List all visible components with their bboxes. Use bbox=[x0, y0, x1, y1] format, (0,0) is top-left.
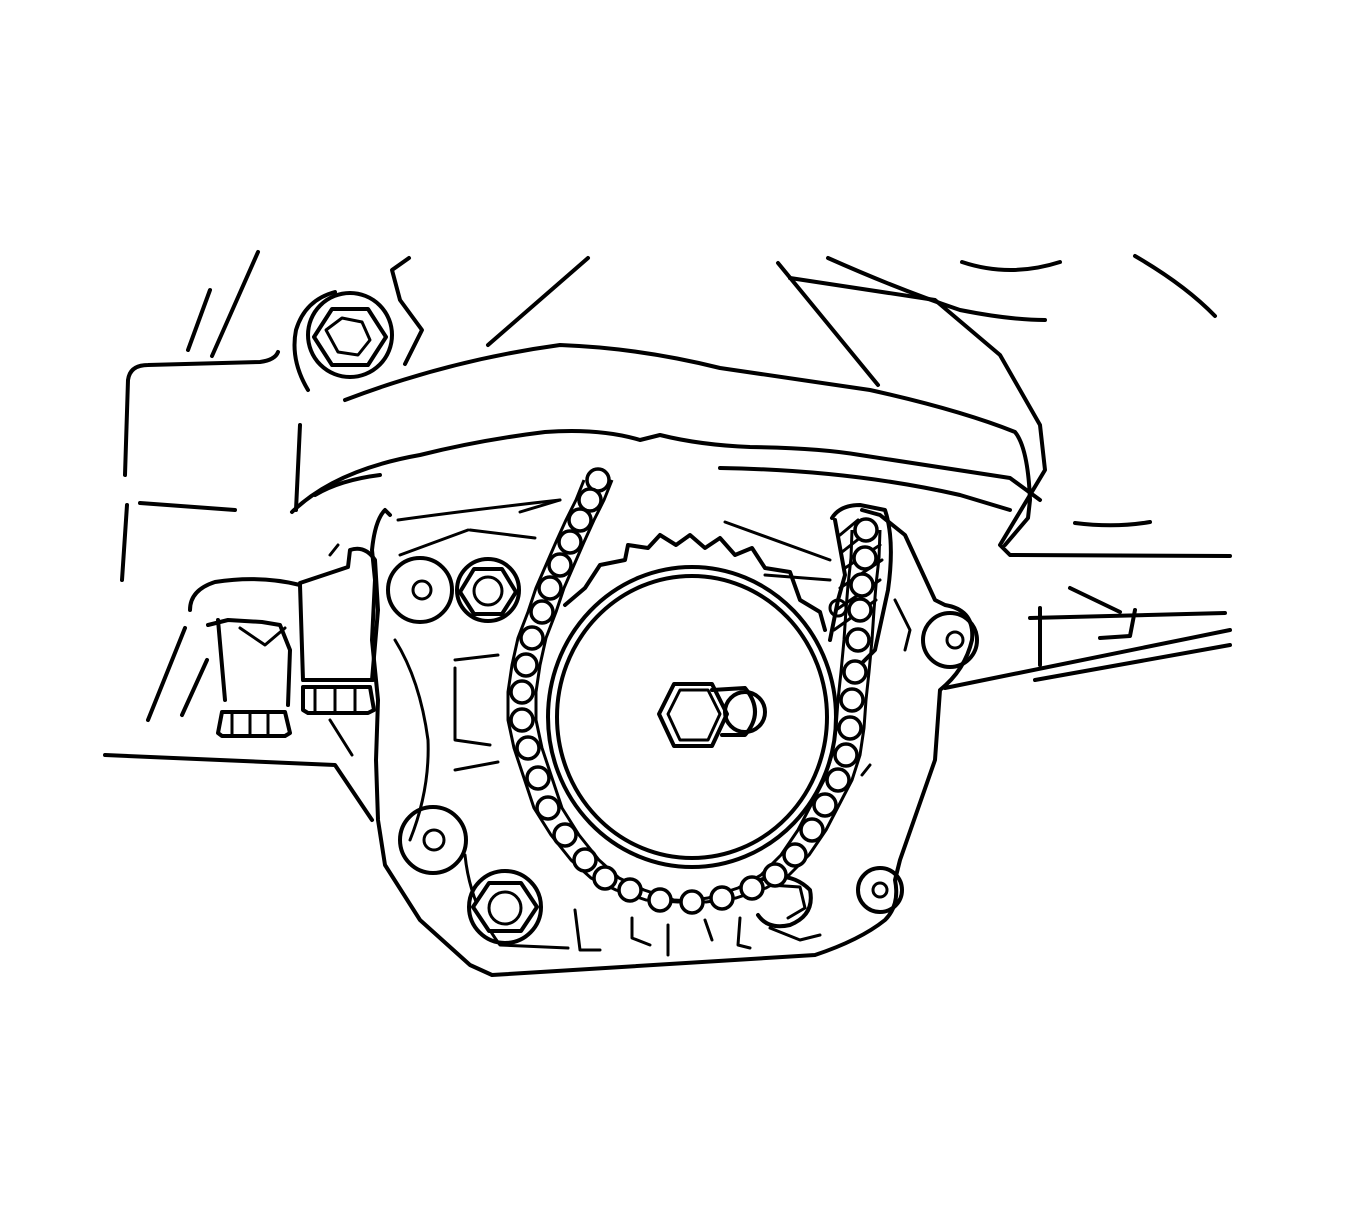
chain-roller bbox=[812, 792, 838, 818]
chain-roller bbox=[617, 877, 643, 903]
upper-casting bbox=[290, 290, 1042, 547]
chain-roller bbox=[552, 822, 578, 848]
chain-roller bbox=[709, 885, 735, 911]
chain-roller bbox=[842, 659, 868, 685]
crank-bolt bbox=[657, 682, 767, 748]
chain-roller bbox=[762, 862, 788, 888]
chain-roller bbox=[837, 715, 863, 741]
chain-roller bbox=[679, 889, 705, 915]
chain-roller bbox=[647, 887, 673, 913]
chain-roller bbox=[839, 687, 865, 713]
chain-roller bbox=[739, 875, 765, 901]
chain-roller bbox=[547, 552, 573, 578]
chain-roller bbox=[799, 817, 825, 843]
chain-roller bbox=[577, 487, 603, 513]
chain-roller bbox=[537, 575, 563, 601]
chain-roller bbox=[833, 742, 859, 768]
chain-roller bbox=[509, 707, 535, 733]
chain-roller bbox=[515, 735, 541, 761]
chain-roller bbox=[513, 652, 539, 678]
chain-roller bbox=[592, 865, 618, 891]
chain-roller bbox=[845, 627, 871, 653]
chain-roller bbox=[509, 679, 535, 705]
timing-chain bbox=[506, 467, 882, 915]
chain-roller bbox=[572, 847, 598, 873]
chain-roller bbox=[852, 545, 878, 571]
chain-roller bbox=[519, 625, 545, 651]
chain-roller bbox=[525, 765, 551, 791]
chain-roller bbox=[849, 572, 875, 598]
chain-roller bbox=[782, 842, 808, 868]
chain-roller bbox=[825, 767, 851, 793]
chain-roller bbox=[847, 597, 873, 623]
chain-roller bbox=[567, 507, 593, 533]
chain-roller bbox=[557, 529, 583, 555]
chain-roller bbox=[535, 795, 561, 821]
chain-roller bbox=[529, 599, 555, 625]
chain-roller bbox=[853, 517, 879, 543]
top-left-bolt bbox=[306, 291, 394, 379]
cover-bolts bbox=[386, 556, 979, 945]
side-bracket-bolts bbox=[188, 543, 380, 757]
engine-block-background bbox=[103, 250, 1232, 822]
